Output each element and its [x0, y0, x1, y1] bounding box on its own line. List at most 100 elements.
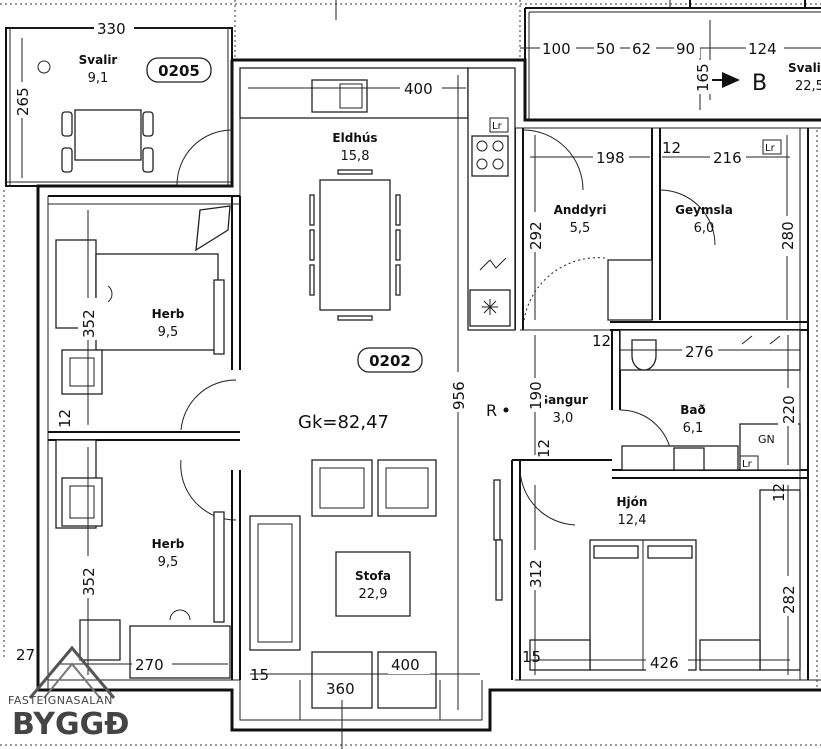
room-name: Herb: [152, 537, 185, 551]
chain-dim: 124: [748, 40, 777, 58]
tag-lr: Lr: [492, 121, 503, 132]
unit-badge-0202-text: 0202: [369, 352, 411, 370]
dim-label: 190: [527, 381, 545, 410]
chain-dim: 90: [676, 40, 695, 58]
balcony-chair: [142, 111, 154, 137]
dim-label: 165: [694, 63, 712, 92]
chain-dim: 50: [596, 40, 615, 58]
dim-label: 360: [326, 680, 355, 698]
logo-line2: BYGGÐ: [12, 707, 129, 742]
room-area: 6,0: [694, 221, 715, 236]
tag-gn: GN: [758, 433, 775, 446]
small-tags: Lr Lr Lr GN: [489, 117, 782, 471]
room-name: Gangur: [538, 393, 588, 407]
washbasin-icon: [673, 447, 705, 471]
dim-label: 352: [80, 309, 98, 338]
room-name: Svalir: [79, 53, 118, 67]
tag-lr: Lr: [765, 143, 776, 154]
dim-label: 330: [97, 20, 126, 38]
dim-label: 312: [527, 559, 545, 588]
exterior-walls: [36, 58, 821, 732]
dim-label: 12: [770, 483, 788, 502]
dim-label: 956: [450, 381, 468, 410]
dim-label: 12: [56, 409, 74, 428]
room-area: 12,4: [618, 513, 647, 528]
room-area: 6,1: [683, 421, 704, 436]
section-marker: B: [710, 71, 767, 96]
toilet-icon: [631, 339, 657, 371]
balcony-chair: [61, 147, 73, 173]
house-roof-icon: [28, 645, 116, 699]
room-area: 15,8: [341, 149, 370, 164]
room-area: 9,1: [88, 71, 109, 86]
dimension-text: 330 265 400 198 12 216 292 280 352 12 12…: [12, 18, 798, 698]
dim-label: 216: [713, 149, 742, 167]
dim-label: 12: [535, 439, 553, 458]
badges: 0205 0202: [146, 57, 423, 373]
chain-dim: 100: [542, 40, 571, 58]
master-bed-furniture: [529, 489, 801, 671]
bedroom-furniture: [55, 205, 653, 679]
room-area: 22,5: [795, 79, 821, 94]
living-furniture: [249, 459, 503, 709]
unit-badge-0202: [357, 347, 423, 373]
room-name: Geymsla: [675, 203, 733, 217]
dim-label: 270: [135, 656, 164, 674]
top-dimension-chain: 100 50 62 90 124: [540, 38, 784, 58]
dim-label: 265: [14, 87, 32, 116]
dim-label: 198: [596, 149, 625, 167]
room-name: Anddyri: [554, 203, 607, 217]
room-area: 5,5: [570, 221, 591, 236]
room-name: Hjón: [617, 495, 648, 509]
armchair: [311, 459, 373, 517]
coffee-table: [335, 551, 411, 617]
dim-label: 12: [662, 139, 681, 157]
unit-badge-0205: [146, 57, 212, 83]
room-area: 9,5: [158, 555, 179, 570]
arrow-right-icon: [722, 72, 740, 88]
dim-label: 15: [522, 648, 541, 666]
balcony-chair: [61, 111, 73, 137]
balcony-chair: [142, 147, 154, 173]
section-marker-label: B: [752, 71, 767, 96]
radiator-label: R: [486, 401, 497, 420]
room-name: Svalir: [788, 61, 821, 75]
dim-label: 220: [780, 395, 798, 424]
balcony-table: [74, 109, 142, 161]
agency-logo: FASTEIGNASALAN BYGGÐ: [8, 645, 129, 742]
dim-label: 282: [780, 585, 798, 614]
room-name: Herb: [152, 307, 185, 321]
dim-label: 426: [650, 654, 679, 672]
dim-label: 400: [391, 656, 420, 674]
dim-label: 12: [592, 332, 611, 350]
tag-lr: Lr: [742, 459, 753, 470]
room-name: Stofa: [355, 569, 391, 583]
room-name: Bað: [680, 403, 706, 417]
balcony-drain-icon: [37, 60, 51, 74]
dim-label: 15: [250, 666, 269, 684]
dim-label: 276: [685, 343, 714, 361]
balcony-left: [5, 27, 233, 187]
room-labels: Svalir 9,1 Svalir 22,5 Eldhús 15,8 Anddy…: [79, 53, 821, 602]
dim-label: 27: [16, 646, 35, 664]
dining-table: [319, 179, 391, 311]
unit-badge-0205-text: 0205: [158, 62, 200, 80]
armchair: [311, 651, 373, 709]
balcony-right: [524, 0, 821, 120]
room-name: Eldhús: [332, 131, 377, 145]
dim-label: 400: [404, 80, 433, 98]
dim-label: 292: [527, 221, 545, 250]
room-area: 22,9: [359, 587, 388, 602]
armchair: [377, 459, 437, 517]
stove-icon: [471, 135, 509, 177]
room-area: 9,5: [158, 325, 179, 340]
gross-area: Gk=82,47: [298, 412, 389, 433]
dim-label: 352: [80, 567, 98, 596]
dim-label: 280: [779, 221, 797, 250]
room-area: 3,0: [553, 411, 574, 426]
logo-line1: FASTEIGNASALAN: [8, 694, 113, 707]
chain-dim: 62: [632, 40, 651, 58]
kitchen-fixtures: [239, 67, 516, 331]
